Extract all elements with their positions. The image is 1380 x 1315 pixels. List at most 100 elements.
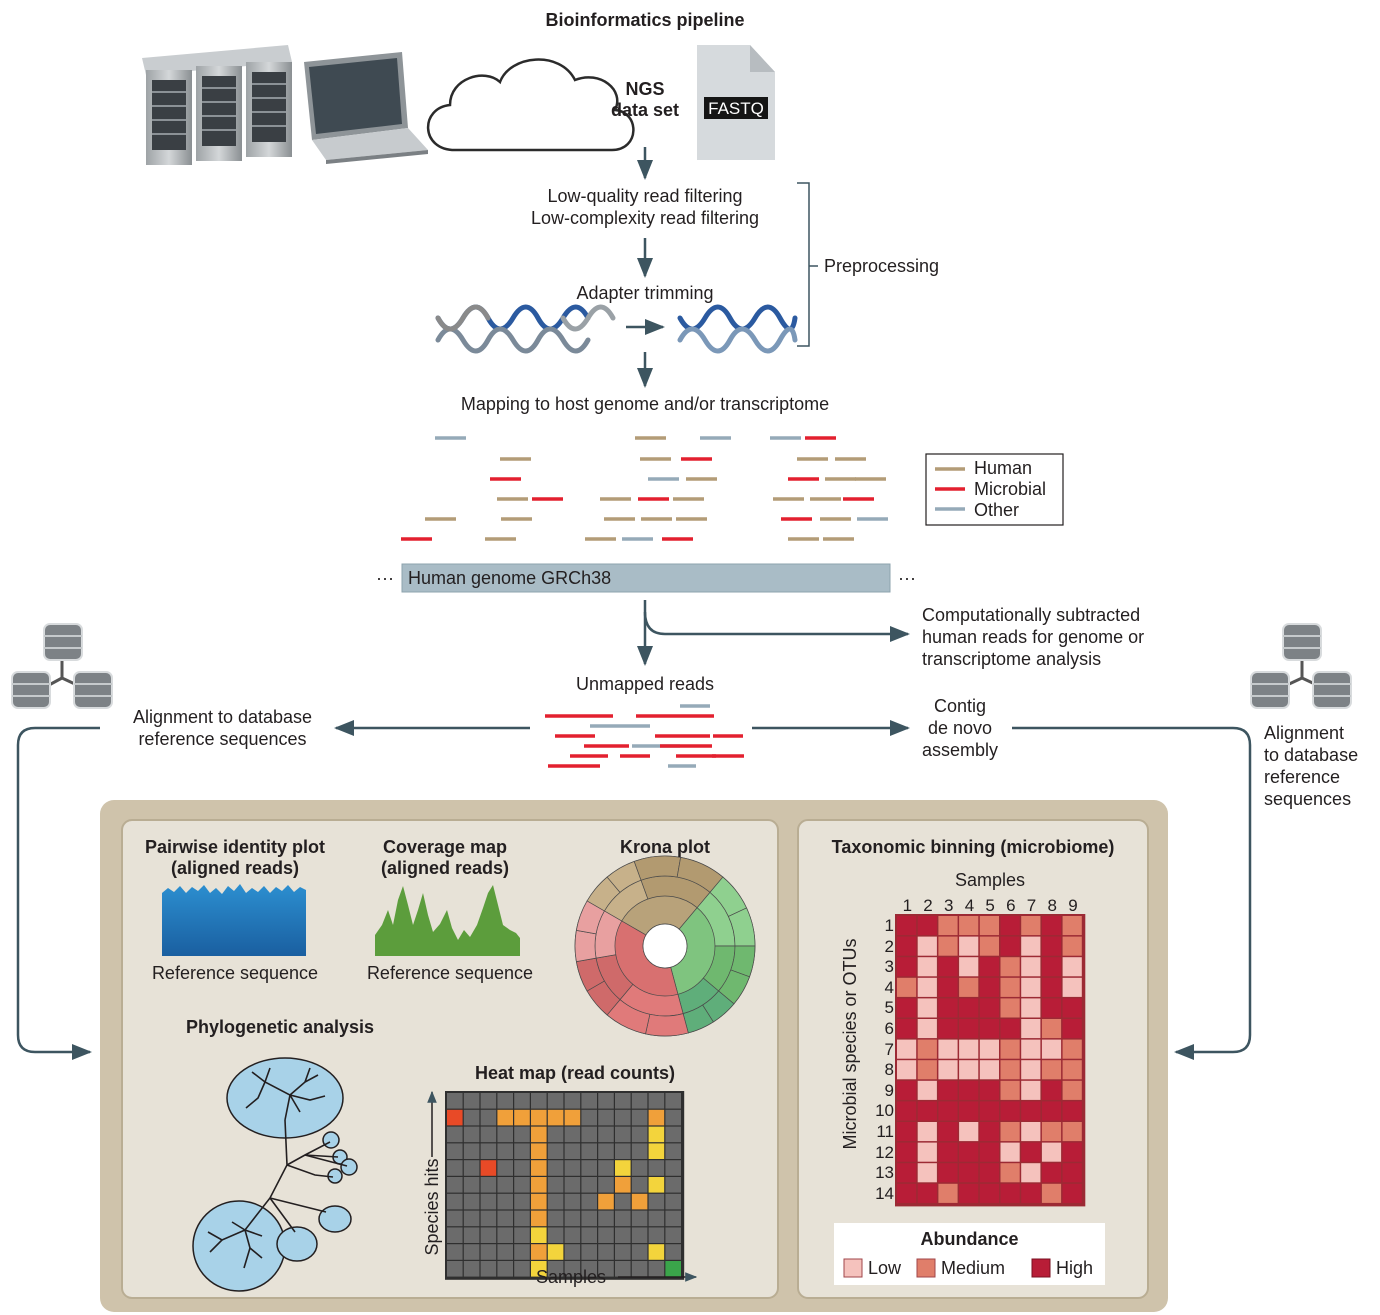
heatmap-cell xyxy=(447,1210,463,1227)
taxonomic-sample-tick: 2 xyxy=(923,896,933,915)
abundance-title: Abundance xyxy=(920,1229,1019,1249)
taxonomic-heatmap-cell xyxy=(1062,1039,1082,1059)
heatmap-cell xyxy=(447,1160,463,1176)
taxonomic-heatmap-cell xyxy=(917,1163,937,1183)
heatmap-cell xyxy=(480,1210,497,1227)
contig-line3: assembly xyxy=(921,740,999,760)
taxonomic-heatmap-cell xyxy=(897,916,917,936)
taxonomic-heatmap-cell xyxy=(1021,957,1041,977)
align-right-line1: Alignment xyxy=(1264,723,1345,743)
taxonomic-heatmap-cell xyxy=(1041,1122,1062,1142)
heatmap-cell xyxy=(531,1210,547,1227)
taxonomic-otu-tick: 2 xyxy=(884,936,894,956)
taxonomic-heatmap-cell xyxy=(979,1163,999,1183)
taxonomic-heatmap-cell xyxy=(959,1080,979,1100)
taxonomic-otu-tick: 7 xyxy=(884,1039,894,1059)
taxonomic-heatmap-cell xyxy=(1000,1039,1020,1059)
heatmap-cell xyxy=(497,1193,513,1210)
heatmap-cell xyxy=(665,1177,681,1193)
taxonomic-heatmap-cell xyxy=(917,998,937,1018)
heatmap-cell xyxy=(631,1143,648,1159)
abundance-low-swatch xyxy=(843,1258,863,1278)
heatmap-cell xyxy=(497,1126,513,1143)
taxonomic-heatmap-cell xyxy=(979,1101,999,1121)
taxonomic-heatmap-cell xyxy=(1000,1080,1020,1100)
taxonomic-heatmap-cell xyxy=(917,1142,937,1162)
krona-plot xyxy=(574,855,756,1037)
heatmap-cell xyxy=(648,1160,665,1176)
fastq-label: FASTQ xyxy=(708,99,764,118)
heatmap-cell xyxy=(648,1193,665,1210)
taxonomic-otu-tick: 5 xyxy=(884,998,894,1018)
taxonomic-sample-tick: 8 xyxy=(1047,896,1057,915)
heatmap-cell xyxy=(531,1177,547,1193)
taxonomic-heatmap-cell xyxy=(1041,936,1062,956)
taxonomic-heatmap-cell xyxy=(938,1101,958,1121)
heatmap-cell xyxy=(598,1193,614,1210)
taxonomic-heatmap-cell xyxy=(1062,1101,1082,1121)
heatmap-xlabel: Samples xyxy=(536,1267,607,1287)
abundance-low-label: Low xyxy=(868,1258,902,1278)
heatmap-cell xyxy=(463,1177,480,1193)
legend-human: Human xyxy=(974,458,1033,478)
taxonomic-heatmap-cell xyxy=(959,957,979,977)
heatmap-cell xyxy=(497,1244,513,1260)
heatmap-cell xyxy=(581,1261,597,1277)
taxonomic-heatmap-cell xyxy=(1021,1142,1041,1162)
taxonomic-heatmap-cell xyxy=(1041,916,1062,936)
heatmap-cell xyxy=(547,1126,564,1143)
heatmap-cell xyxy=(615,1177,631,1193)
taxonomic-heatmap-cell xyxy=(1000,977,1020,997)
taxonomic-heatmap-cell xyxy=(917,1039,937,1059)
taxonomic-heatmap-cell xyxy=(1041,1163,1062,1183)
heatmap-cell xyxy=(631,1160,648,1176)
heatmap-cell xyxy=(564,1160,581,1176)
heatmap-cell xyxy=(463,1126,480,1143)
taxonomic-heatmap-cell xyxy=(1000,1101,1020,1121)
unmapped-reads xyxy=(545,704,744,768)
heatmap-cell xyxy=(615,1126,631,1143)
heatmap-cell xyxy=(564,1177,581,1193)
read-count-heatmap xyxy=(445,1091,685,1280)
krona-segment xyxy=(633,855,682,881)
laptop-icon xyxy=(304,52,428,164)
heatmap-cell xyxy=(665,1143,681,1159)
heatmap-cell xyxy=(531,1160,547,1176)
adapter-trimming-label: Adapter trimming xyxy=(576,283,714,303)
heatmap-cell xyxy=(581,1126,597,1143)
taxonomic-heatmap-cell xyxy=(1062,1142,1082,1162)
align-right-line4: sequences xyxy=(1264,789,1352,809)
taxonomic-otu-tick: 1 xyxy=(884,916,894,935)
taxonomic-heatmap-cell xyxy=(1021,1039,1041,1059)
heatmap-cell xyxy=(514,1160,530,1176)
heatmap-cell xyxy=(631,1177,648,1193)
taxonomic-heatmap-cell xyxy=(959,1019,979,1039)
legend-microbial: Microbial xyxy=(974,479,1047,499)
heatmap-cell xyxy=(564,1093,581,1109)
taxonomic-heatmap-cell xyxy=(979,1060,999,1080)
heatmap-cell xyxy=(615,1143,631,1159)
mapping-label: Mapping to host genome and/or transcript… xyxy=(460,394,830,414)
heatmap-cell xyxy=(480,1109,497,1126)
taxonomic-heatmap-cell xyxy=(1021,977,1041,997)
heatmap-cell xyxy=(480,1227,497,1243)
genome-bar-label: Human genome GRCh38 xyxy=(408,568,612,588)
taxonomic-heatmap-cell xyxy=(917,936,937,956)
taxonomic-heatmap-cell xyxy=(959,1183,979,1203)
align-left-line1: Alignment to database xyxy=(132,707,313,727)
heatmap-cell xyxy=(463,1160,480,1176)
taxonomic-heatmap-cell xyxy=(897,936,917,956)
taxonomic-heatmap-cell xyxy=(917,1101,937,1121)
taxonomic-otu-tick: 4 xyxy=(884,977,894,997)
heatmap-cell xyxy=(514,1177,530,1193)
taxonomic-heatmap-cell xyxy=(1000,1163,1020,1183)
taxonomic-heatmap-cell xyxy=(938,957,958,977)
heatmap-cell xyxy=(665,1210,681,1227)
filtering-step-1: Low-quality read filtering xyxy=(547,186,743,206)
heatmap-cell xyxy=(463,1193,480,1210)
heatmap-cell xyxy=(615,1093,631,1109)
taxonomic-heatmap-cell xyxy=(1041,957,1062,977)
taxonomic-heatmap-cell xyxy=(1000,1142,1020,1162)
heatmap-cell xyxy=(497,1160,513,1176)
